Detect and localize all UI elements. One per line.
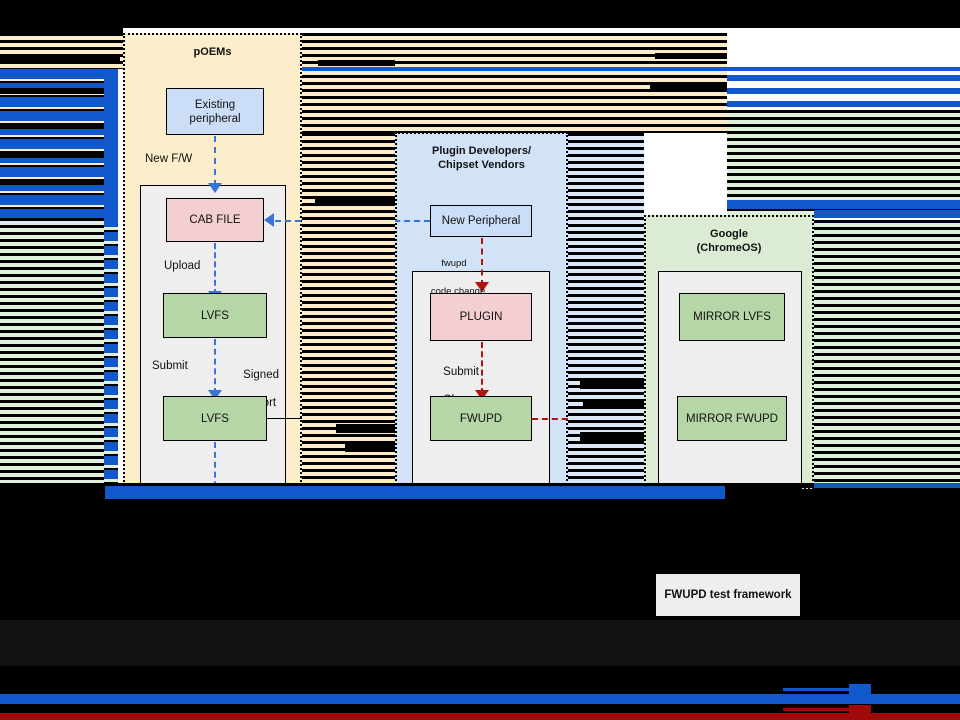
edge-new-peripheral-to-cab-arrowhead: [264, 213, 274, 227]
artifact-black-blob-plugin-2: [583, 399, 644, 407]
node-mirror-fwupd[interactable]: MIRROR FWUPD: [677, 396, 787, 441]
artifact-blue-line-top: [302, 67, 727, 71]
artifact-black-band-topleft: [0, 28, 123, 33]
node-mirror-lvfs[interactable]: MIRROR LVFS: [679, 293, 785, 341]
artifact-black-blob-mid-1: [336, 424, 395, 433]
edge-existing-to-cab: [214, 136, 216, 186]
artifact-blue-band-bottom-1: [105, 486, 725, 492]
lane-poems-title: pOEMs: [193, 46, 232, 58]
artifact-blue-band-bottom-right-2: [814, 210, 960, 218]
legend-line-blue-short-2: [783, 688, 863, 691]
edge-cab-to-lvfs-upper: [214, 243, 216, 295]
artifact-black-blob-plugin-1: [580, 380, 644, 389]
edge-label-new-fw: New F/W: [145, 153, 193, 165]
node-existing-peripheral-l1: Existing: [194, 98, 236, 111]
lane-plugin-title-l1: Plugin Developers/: [431, 145, 532, 157]
artifact-black-blob-mid-4: [318, 60, 395, 66]
node-mirror-lvfs-label: MIRROR LVFS: [693, 311, 771, 323]
artifact-black-blob-plugin-3: [580, 432, 644, 441]
edge-label-submit: Submit: [152, 360, 188, 372]
node-new-peripheral-label: New Peripheral: [441, 215, 521, 227]
edge-label-fwupd-code-change-l1: fwupd: [441, 258, 467, 269]
artifact-black-blob-mid-3: [315, 199, 395, 205]
artifact-blue-seg-top-3: [727, 88, 960, 94]
node-fwupd[interactable]: FWUPD: [430, 396, 532, 441]
edge-new-peripheral-to-cab: [275, 220, 430, 222]
node-cab-file[interactable]: CAB FILE: [166, 198, 264, 242]
artifact-bottom-fill: [0, 499, 960, 720]
diagram-canvas: pOEMs Existing peripheral New F/W CAB FI…: [0, 28, 960, 517]
lane-plugin-developers-title: Plugin Developers/ Chipset Vendors: [397, 144, 566, 172]
artifact-dark-band-mid-bottom: [0, 620, 960, 666]
artifact-blue-column-left: [104, 69, 118, 218]
node-existing-peripheral[interactable]: Existing peripheral: [166, 88, 264, 135]
artifact-blue-band-bottom-right: [727, 200, 960, 209]
legend-fwupd-test-framework-overlay: FWUPD test framework: [656, 574, 800, 616]
node-lvfs-lower[interactable]: LVFS: [163, 396, 267, 441]
artifact-black-blob-top-1: [655, 53, 727, 59]
artifact-black-blob-mid-2: [345, 442, 395, 452]
edge-label-fwupd-code-change-l2: code change: [430, 286, 486, 297]
artifact-blue-seg-top-1: [727, 67, 960, 71]
legend-fwupd-test-framework-overlay-label: FWUPD test framework: [664, 589, 792, 601]
legend-line-red-full: [0, 713, 960, 720]
artifact-black-blob-top-2: [650, 85, 727, 91]
artifact-blue-seg-top-4: [727, 101, 960, 107]
edge-new-peripheral-to-plugin: [481, 238, 483, 286]
artifact-black-line-left-2: [0, 123, 104, 129]
lane-google-title-l2: (ChromeOS): [696, 242, 762, 254]
edge-lvfs-upper-to-lower: [214, 339, 216, 394]
node-plugin-label: PLUGIN: [459, 311, 503, 323]
edge-lvfs-lower-down-out: [214, 442, 216, 517]
node-fwupd-label: FWUPD: [459, 412, 503, 425]
edge-existing-to-cab-arrowhead: [208, 183, 222, 193]
artifact-blue-band-bottom-2: [105, 491, 725, 499]
edge-plugin-to-fwupd-arrowhead: [475, 390, 489, 400]
artifact-black-line-left-1: [0, 88, 104, 94]
artifact-black-band-topleft-2: [0, 55, 120, 64]
artifact-black-strip-bottom: [0, 483, 960, 488]
artifact-black-line-left-3: [0, 153, 104, 158]
node-lvfs-upper-label: LVFS: [201, 309, 229, 322]
node-mirror-fwupd-label: MIRROR FWUPD: [686, 412, 778, 425]
edge-lvfs-upper-to-lower-arrowhead: [208, 390, 222, 400]
node-new-peripheral[interactable]: New Peripheral: [430, 205, 532, 237]
edge-label-fwupd-code-change: fwupd code change: [415, 243, 485, 313]
artifact-blue-band-bottom-right-3: [814, 483, 960, 488]
artifact-blue-seg-top-2: [727, 75, 960, 81]
artifact-black-line-left-4: [0, 180, 104, 185]
edge-label-upload: Upload: [164, 260, 201, 272]
legend-line-red-short-2: [783, 708, 863, 711]
lane-plugin-title-l2: Chipset Vendors: [438, 159, 525, 171]
edge-new-peripheral-to-plugin-arrowhead: [475, 282, 489, 292]
edge-label-submit-changes-l1: Submit: [443, 366, 479, 378]
lane-google-title-l1: Google: [710, 228, 748, 240]
node-lvfs-upper[interactable]: LVFS: [163, 293, 267, 338]
edge-label-signed-report-l1: Signed: [243, 369, 279, 381]
node-lvfs-lower-label: LVFS: [201, 412, 229, 425]
node-existing-peripheral-l2: peripheral: [189, 112, 241, 125]
edge-plugin-to-fwupd: [481, 342, 483, 394]
node-plugin[interactable]: PLUGIN: [430, 293, 532, 341]
artifact-top-black-strip: [0, 0, 960, 28]
lane-google-chromeos-title: Google (ChromeOS): [646, 227, 812, 255]
node-cab-file-label: CAB FILE: [189, 214, 241, 226]
legend-line-blue-full: [0, 694, 960, 704]
